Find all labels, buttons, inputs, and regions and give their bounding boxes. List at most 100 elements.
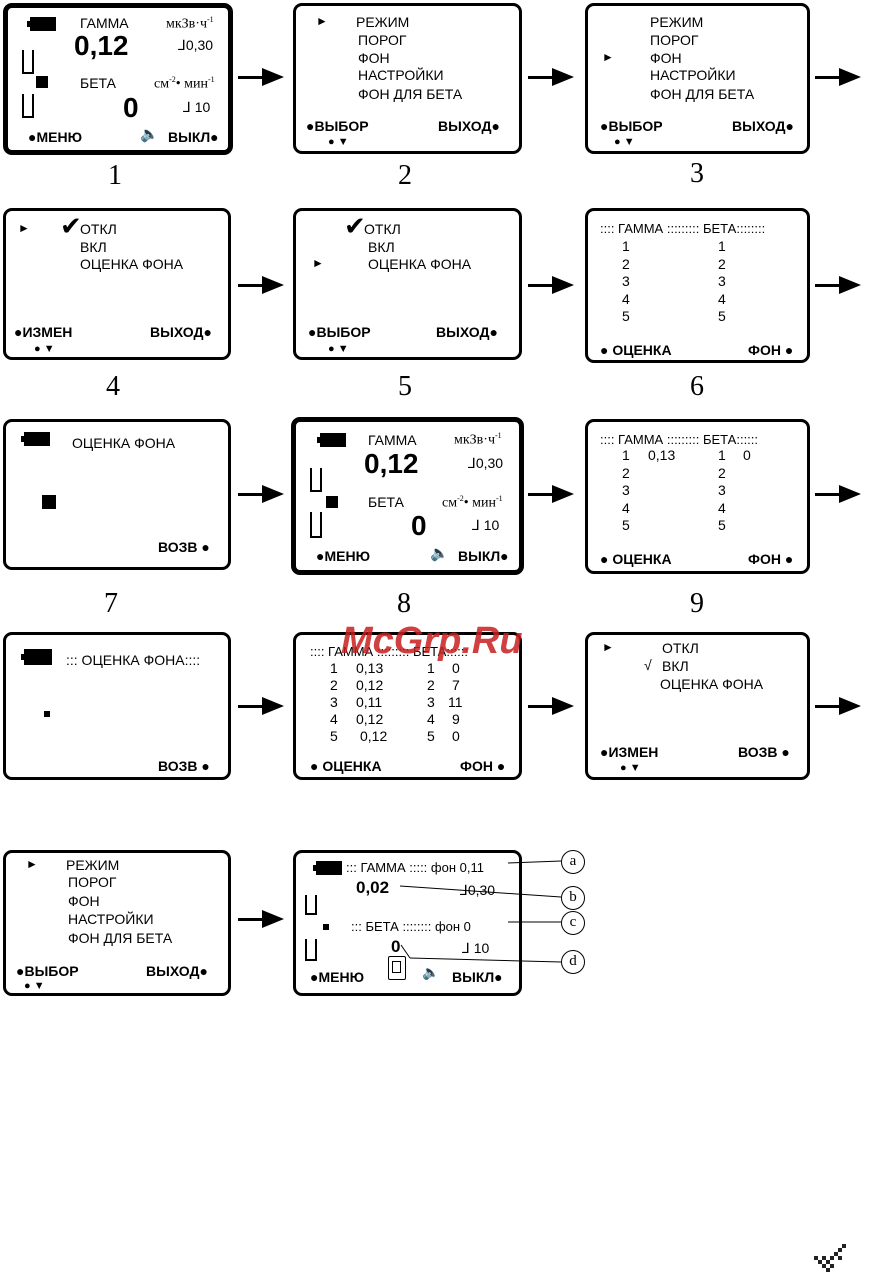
option-off[interactable]: ОТКЛ — [364, 221, 401, 237]
check-icon: ✔ — [344, 211, 366, 241]
option-on[interactable]: ВКЛ — [368, 239, 395, 255]
gamma-row-value: 0,13 — [356, 660, 384, 676]
option-estimate[interactable]: ОЦЕНКА ФОНА — [368, 256, 472, 272]
screen-8-main: ГАММА мкЗв·ч-1 0,12 ⅃0,30 БЕТА см-2• мин… — [291, 417, 524, 575]
flow-arrow — [238, 910, 284, 928]
menu-item-beta-background[interactable]: ФОН ДЛЯ БЕТА — [650, 86, 755, 102]
option-off[interactable]: ОТКЛ — [662, 640, 699, 656]
screen-5-bg-options: ✔ ОТКЛ ВКЛ ► ОЦЕНКА ФОНА ●ВЫБОР ВЫХОД● ●… — [293, 208, 522, 360]
beta-row-index: 2 — [718, 464, 726, 481]
figure-number-1: 1 — [108, 160, 122, 191]
menu-item-threshold[interactable]: ПОРОГ — [68, 874, 117, 890]
check-icon: ✔ — [60, 211, 82, 241]
figure-number-7: 7 — [104, 588, 118, 619]
menu-item-background[interactable]: ФОН — [650, 50, 682, 66]
option-on[interactable]: ВКЛ — [662, 658, 689, 674]
figure-number-8: 8 — [397, 588, 411, 619]
gamma-value: 0,12 — [74, 30, 129, 61]
gamma-line: ::: ГАММА ::::: фон 0,11 — [346, 860, 484, 875]
background-softkey[interactable]: ФОН ● — [460, 758, 506, 774]
option-on[interactable]: ВКЛ — [80, 239, 107, 255]
gamma-row-index: 3 — [622, 273, 630, 289]
background-softkey[interactable]: ФОН ● — [748, 551, 794, 567]
screen-7-estimate: ОЦЕНКА ФОНА ВОЗВ ● — [3, 419, 231, 570]
menu-item-beta-background[interactable]: ФОН ДЛЯ БЕТА — [358, 86, 463, 102]
option-estimate[interactable]: ОЦЕНКА ФОНА — [80, 256, 184, 272]
gamma-row-index: 4 — [622, 499, 630, 516]
back-softkey[interactable]: ВОЗВ ● — [738, 744, 790, 760]
beta-row-index: 3 — [718, 273, 726, 289]
background-softkey[interactable]: ФОН ● — [748, 342, 794, 358]
back-softkey[interactable]: ВОЗВ ● — [158, 758, 210, 774]
flow-arrow — [815, 68, 861, 86]
menu-item-mode[interactable]: РЕЖИМ — [356, 14, 410, 30]
gamma-row-index: 3 — [330, 694, 338, 710]
beta-row-index: 5 — [427, 728, 435, 744]
gamma-row-index: 1 — [622, 238, 630, 254]
beta-unit: см-2• мин-1 — [442, 494, 503, 511]
gamma-row-index: 4 — [622, 290, 630, 307]
off-softkey[interactable]: ВЫКЛ● — [168, 129, 219, 145]
off-softkey[interactable]: ВЫКЛ● — [458, 548, 509, 564]
exit-softkey[interactable]: ВЫХОД● — [438, 118, 500, 134]
brand-logo-icon — [814, 1244, 846, 1272]
beta-row-index: 4 — [718, 499, 726, 516]
gamma-row-value: 0,12 — [356, 711, 384, 727]
table-header: :::: ГАММА ::::::::: БЕТА:::::::: — [600, 221, 766, 236]
gamma-label: ГАММА — [80, 15, 129, 31]
exit-softkey[interactable]: ВЫХОД● — [146, 963, 208, 979]
menu-item-settings[interactable]: НАСТРОЙКИ — [358, 67, 444, 83]
back-softkey[interactable]: ВОЗВ ● — [158, 539, 210, 555]
option-pointer: ► — [18, 221, 30, 235]
exit-softkey[interactable]: ВЫХОД● — [436, 324, 498, 340]
menu-item-background[interactable]: ФОН — [358, 50, 390, 66]
exit-softkey[interactable]: ВЫХОД● — [732, 118, 794, 134]
figure-number-2: 2 — [398, 160, 412, 191]
menu-softkey[interactable]: ●МЕНЮ — [310, 969, 365, 985]
menu-softkey[interactable]: ●МЕНЮ — [28, 129, 83, 145]
menu-pointer: ► — [602, 50, 614, 64]
menu-item-background[interactable]: ФОН — [68, 893, 100, 909]
callout-a: a — [561, 850, 585, 874]
flow-arrow — [528, 276, 574, 294]
menu-softkey[interactable]: ●МЕНЮ — [316, 548, 371, 564]
flow-arrow — [815, 276, 861, 294]
estimate-softkey[interactable]: ● ОЦЕНКА — [600, 551, 672, 567]
estimate-softkey[interactable]: ● ОЦЕНКА — [310, 758, 382, 774]
select-softkey[interactable]: ●ВЫБОР — [306, 118, 369, 134]
select-softkey[interactable]: ●ВЫБОР — [308, 324, 371, 340]
gamma-row-index: 4 — [330, 711, 338, 727]
beta-row-value: 7 — [452, 677, 460, 693]
menu-item-mode[interactable]: РЕЖИМ — [66, 857, 120, 873]
flow-arrow — [815, 697, 861, 715]
menu-item-threshold[interactable]: ПОРОГ — [358, 32, 407, 48]
off-softkey[interactable]: ВЫКЛ● — [452, 969, 503, 985]
change-softkey[interactable]: ●ИЗМЕН — [14, 324, 73, 340]
screen-4-bg-options: ► ✔ ОТКЛ ВКЛ ОЦЕНКА ФОНА ●ИЗМЕН ВЫХОД● ●… — [3, 208, 231, 360]
beta-row-index: 4 — [427, 711, 435, 727]
beta-row-index: 2 — [427, 677, 435, 693]
menu-item-mode[interactable]: РЕЖИМ — [650, 14, 704, 30]
exit-softkey[interactable]: ВЫХОД● — [150, 324, 212, 340]
select-softkey[interactable]: ●ВЫБОР — [600, 118, 663, 134]
beta-level-bar — [22, 94, 34, 118]
option-pointer: ► — [312, 256, 324, 270]
menu-item-beta-background[interactable]: ФОН ДЛЯ БЕТА — [68, 930, 173, 946]
select-softkey[interactable]: ●ВЫБОР — [16, 963, 79, 979]
change-softkey[interactable]: ●ИЗМЕН — [600, 744, 659, 760]
option-estimate[interactable]: ОЦЕНКА ФОНА — [660, 676, 764, 692]
nav-arrows: ● ▼ — [328, 343, 349, 355]
estimate-softkey[interactable]: ● ОЦЕНКА — [600, 342, 672, 358]
menu-item-settings[interactable]: НАСТРОЙКИ — [68, 911, 154, 927]
gamma-value: 0,02 — [356, 878, 390, 897]
menu-item-settings[interactable]: НАСТРОЙКИ — [650, 67, 736, 83]
option-off[interactable]: ОТКЛ — [80, 221, 117, 237]
menu-item-threshold[interactable]: ПОРОГ — [650, 32, 699, 48]
status-square-icon — [326, 496, 338, 508]
beta-label: БЕТА — [368, 494, 404, 510]
flow-arrow — [238, 276, 284, 294]
flow-arrow — [238, 485, 284, 503]
gamma-row-index: 2 — [622, 255, 630, 272]
